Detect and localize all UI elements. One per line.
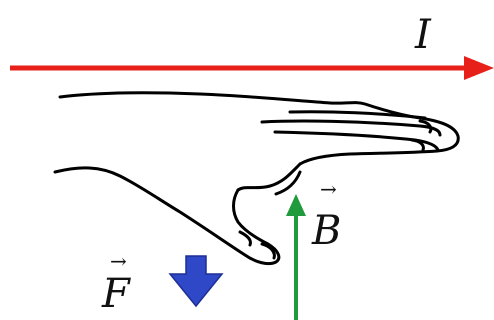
current-arrow: [10, 56, 494, 80]
force-label: F: [101, 271, 131, 317]
magnetic-field-label: B: [311, 208, 341, 254]
open-right-hand-icon: [55, 93, 458, 264]
magnetic-field-vector-arrow: →: [320, 177, 337, 201]
current-label: I: [414, 12, 432, 58]
down-arrow-icon: [170, 256, 222, 306]
magnetic-field-arrow: [286, 194, 306, 320]
force-vector-arrow: →: [110, 249, 127, 273]
